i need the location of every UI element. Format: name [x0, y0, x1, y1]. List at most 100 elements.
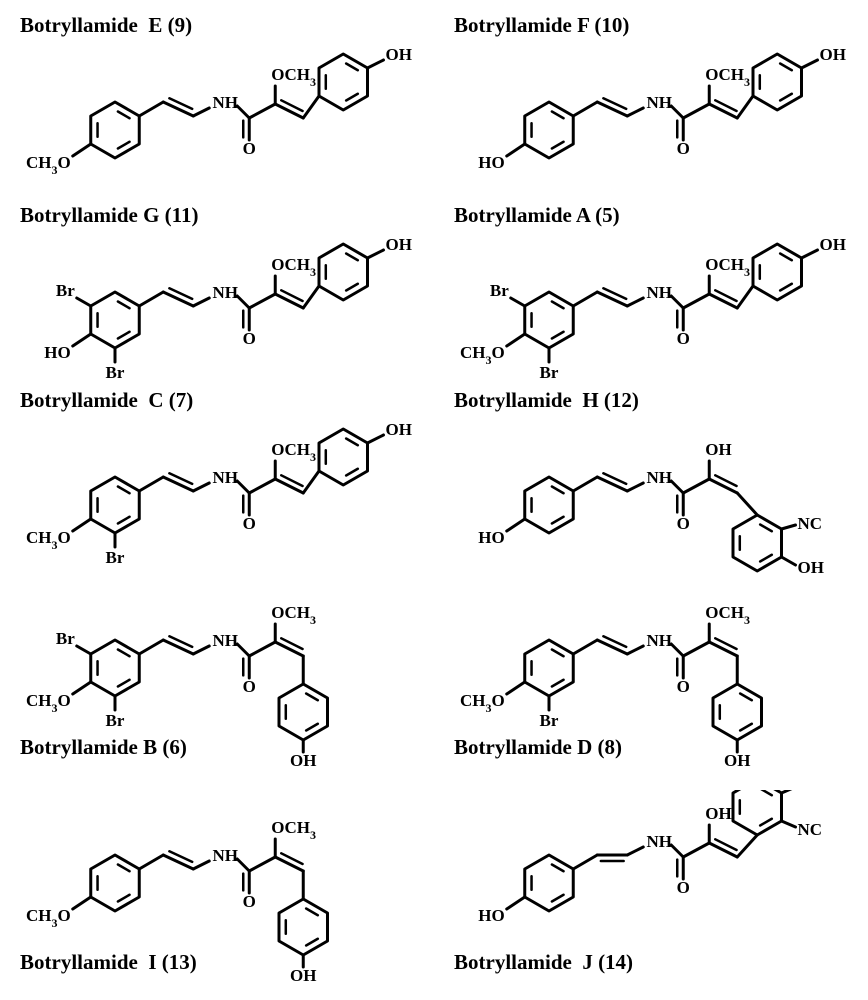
aromatic-double-bond: [738, 692, 754, 702]
alpha-bond: [681, 477, 711, 495]
enamide-double-bond-second: [714, 99, 738, 113]
vinyl-double-bond: [595, 290, 629, 308]
carbonyl-o-label: O: [677, 878, 690, 897]
compound-title: Botryllamide E (9): [20, 13, 193, 37]
enamide-double-bond-second: [280, 474, 304, 488]
n-bond: [191, 481, 211, 493]
alpha-bond: [681, 292, 711, 310]
aromatic-double-bond: [550, 485, 565, 495]
aromatic-double-bond: [778, 62, 794, 72]
phenol-oh-label: OH: [290, 751, 316, 770]
aromatic-double-bond: [550, 678, 565, 688]
aromatic-double-bond: [304, 692, 320, 702]
carbonyl-o-label: O: [243, 892, 256, 911]
amide-bond: [235, 294, 251, 310]
aromatic-double-bond: [344, 467, 360, 477]
enamide-double-bond: [707, 640, 739, 658]
aromatic-double-bond: [778, 92, 794, 102]
enol-methoxy-label: OCH3: [271, 440, 316, 464]
aromatic-double-bond: [116, 648, 131, 658]
enamide-double-bond-second: [714, 474, 738, 488]
bromo-label: Br: [106, 363, 125, 382]
amide-bond: [669, 479, 685, 495]
alpha-bond: [247, 477, 277, 495]
n-bond: [191, 859, 211, 871]
aromatic-double-bond: [344, 252, 360, 262]
bromo-label: Br: [106, 548, 125, 567]
enol-hydroxy-label: OH: [705, 804, 731, 823]
vinyl-double-bond: [161, 638, 195, 656]
chain-bond: [137, 100, 165, 118]
amide-bond: [669, 294, 685, 310]
aromatic-double-bond: [550, 110, 565, 120]
phenol-oh-label: OH: [797, 790, 823, 793]
carbonyl-o-label: O: [243, 329, 256, 348]
carbonyl-o-label: O: [243, 677, 256, 696]
compound-title: Botryllamide D (8): [454, 735, 622, 759]
vinyl-double-bond: [595, 638, 629, 656]
aromatic-double-bond: [304, 907, 320, 917]
phenol-oh-label: OH: [385, 235, 411, 254]
methoxy-label: CH3O: [26, 691, 71, 715]
n-bond: [625, 106, 645, 118]
enol-methoxy-label: OCH3: [271, 818, 316, 842]
amide-bond: [669, 642, 685, 658]
bromo-label: Br: [56, 281, 75, 300]
vinyl-double-bond: [161, 475, 195, 493]
vinyl-double-bond-second: [602, 96, 628, 111]
aromatic-double-bond: [778, 252, 794, 262]
vinyl-double-bond-second: [168, 286, 194, 301]
amide-bond: [235, 857, 251, 873]
compound-title: Botryllamide H (12): [454, 388, 639, 412]
n-bond: [191, 644, 211, 656]
amide-bond: [235, 104, 251, 120]
aromatic-double-bond: [116, 140, 131, 150]
para-bond: [71, 517, 93, 533]
amide-nh-label: NH: [646, 631, 672, 650]
compound-title: Botryllamide J (14): [454, 950, 634, 974]
phenol-oh-label: OH: [724, 751, 750, 770]
amide-nh-label: NH: [212, 468, 238, 487]
amide-bond: [669, 104, 685, 120]
aromatic-double-bond: [738, 722, 754, 732]
compound-title: Botryllamide F (10): [454, 13, 630, 37]
carbonyl-o-label: O: [243, 139, 256, 158]
n-bond: [625, 644, 645, 656]
isonitrile-label: NC: [797, 514, 822, 533]
aromatic-double-bond: [550, 893, 565, 903]
phenol-bond: [365, 433, 385, 445]
compound-title: Botryllamide B (6): [20, 735, 187, 759]
vinyl-double-bond-second: [602, 634, 628, 649]
para-bond: [505, 680, 527, 696]
bromo-label: Br: [56, 629, 75, 648]
aromatic-double-bond: [550, 140, 565, 150]
methoxy-label: CH3O: [460, 343, 505, 367]
phenol-bond: [779, 555, 797, 567]
aromatic-double-bond: [550, 330, 565, 340]
enamide-double-bond: [273, 477, 305, 495]
aromatic-double-bond: [760, 790, 774, 797]
aryl-bond: [301, 284, 321, 310]
alpha-bond: [247, 292, 277, 310]
amide-nh-label: NH: [212, 631, 238, 650]
aryl-bond: [735, 833, 759, 859]
chain-bond: [137, 475, 165, 493]
enamide-double-bond: [707, 292, 739, 310]
aromatic-double-bond: [116, 110, 131, 120]
aromatic-double-bond: [550, 515, 565, 525]
